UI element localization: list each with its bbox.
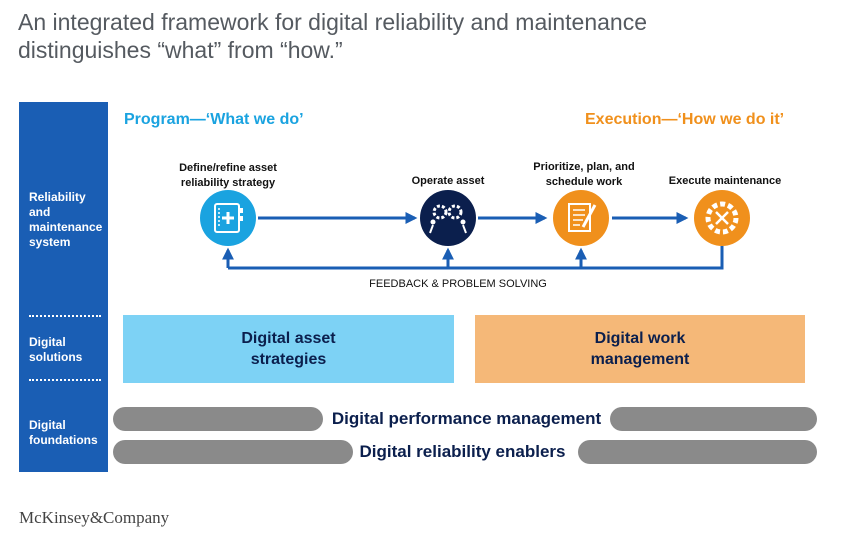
title-line-1: An integrated framework for digital reli… (18, 9, 647, 35)
sidebar-band: Reliability and maintenance system Digit… (19, 102, 108, 472)
execution-header: Execution—‘How we do it’ (585, 111, 785, 128)
checklist-pencil-icon (553, 190, 609, 246)
digital-asset-strategies-label: Digital asset strategies (241, 330, 336, 368)
sidebar-divider-1 (29, 315, 101, 317)
flow-arrows (222, 212, 724, 270)
digital-reliability-enablers-label: Digital reliability enablers (359, 442, 566, 461)
sidebar-label-reliability: Reliability and maintenance system (29, 190, 103, 249)
sidebar-divider-2 (29, 379, 101, 381)
company-logo: McKinsey&Company (19, 508, 170, 527)
program-header: Program—‘What we do’ (124, 111, 304, 128)
performance-bar-right (610, 407, 817, 431)
sidebar-label-foundations: Digital foundations (29, 418, 98, 447)
step-label-prioritize: Prioritize, plan, and schedule work (533, 161, 635, 188)
digital-work-management-box: Digital work management (475, 315, 805, 383)
digital-asset-strategies-box: Digital asset strategies (123, 315, 454, 383)
step-label-operate: Operate asset (411, 175, 485, 187)
digital-work-management-label: Digital work management (590, 330, 690, 368)
sidebar-label-solutions: Digital solutions (29, 335, 83, 364)
step-label-execute: Execute maintenance (668, 175, 782, 187)
feedback-label: FEEDBACK & PROBLEM SOLVING (369, 278, 547, 290)
enablers-bar-left (113, 440, 353, 464)
strategy-notebook-icon (200, 190, 256, 246)
gears-workers-icon (420, 190, 476, 246)
page-title: An integrated framework for digital reli… (18, 8, 778, 64)
performance-bar-left (113, 407, 323, 431)
title-line-2: distinguishes “what” from “how.” (18, 37, 343, 63)
enablers-bar-right (578, 440, 817, 464)
step-label-define: Define/refine asset reliability strategy (179, 162, 277, 189)
digital-performance-management-label: Digital performance management (331, 409, 602, 428)
feedback-loop-line (228, 246, 724, 270)
gear-tools-icon (694, 190, 750, 246)
